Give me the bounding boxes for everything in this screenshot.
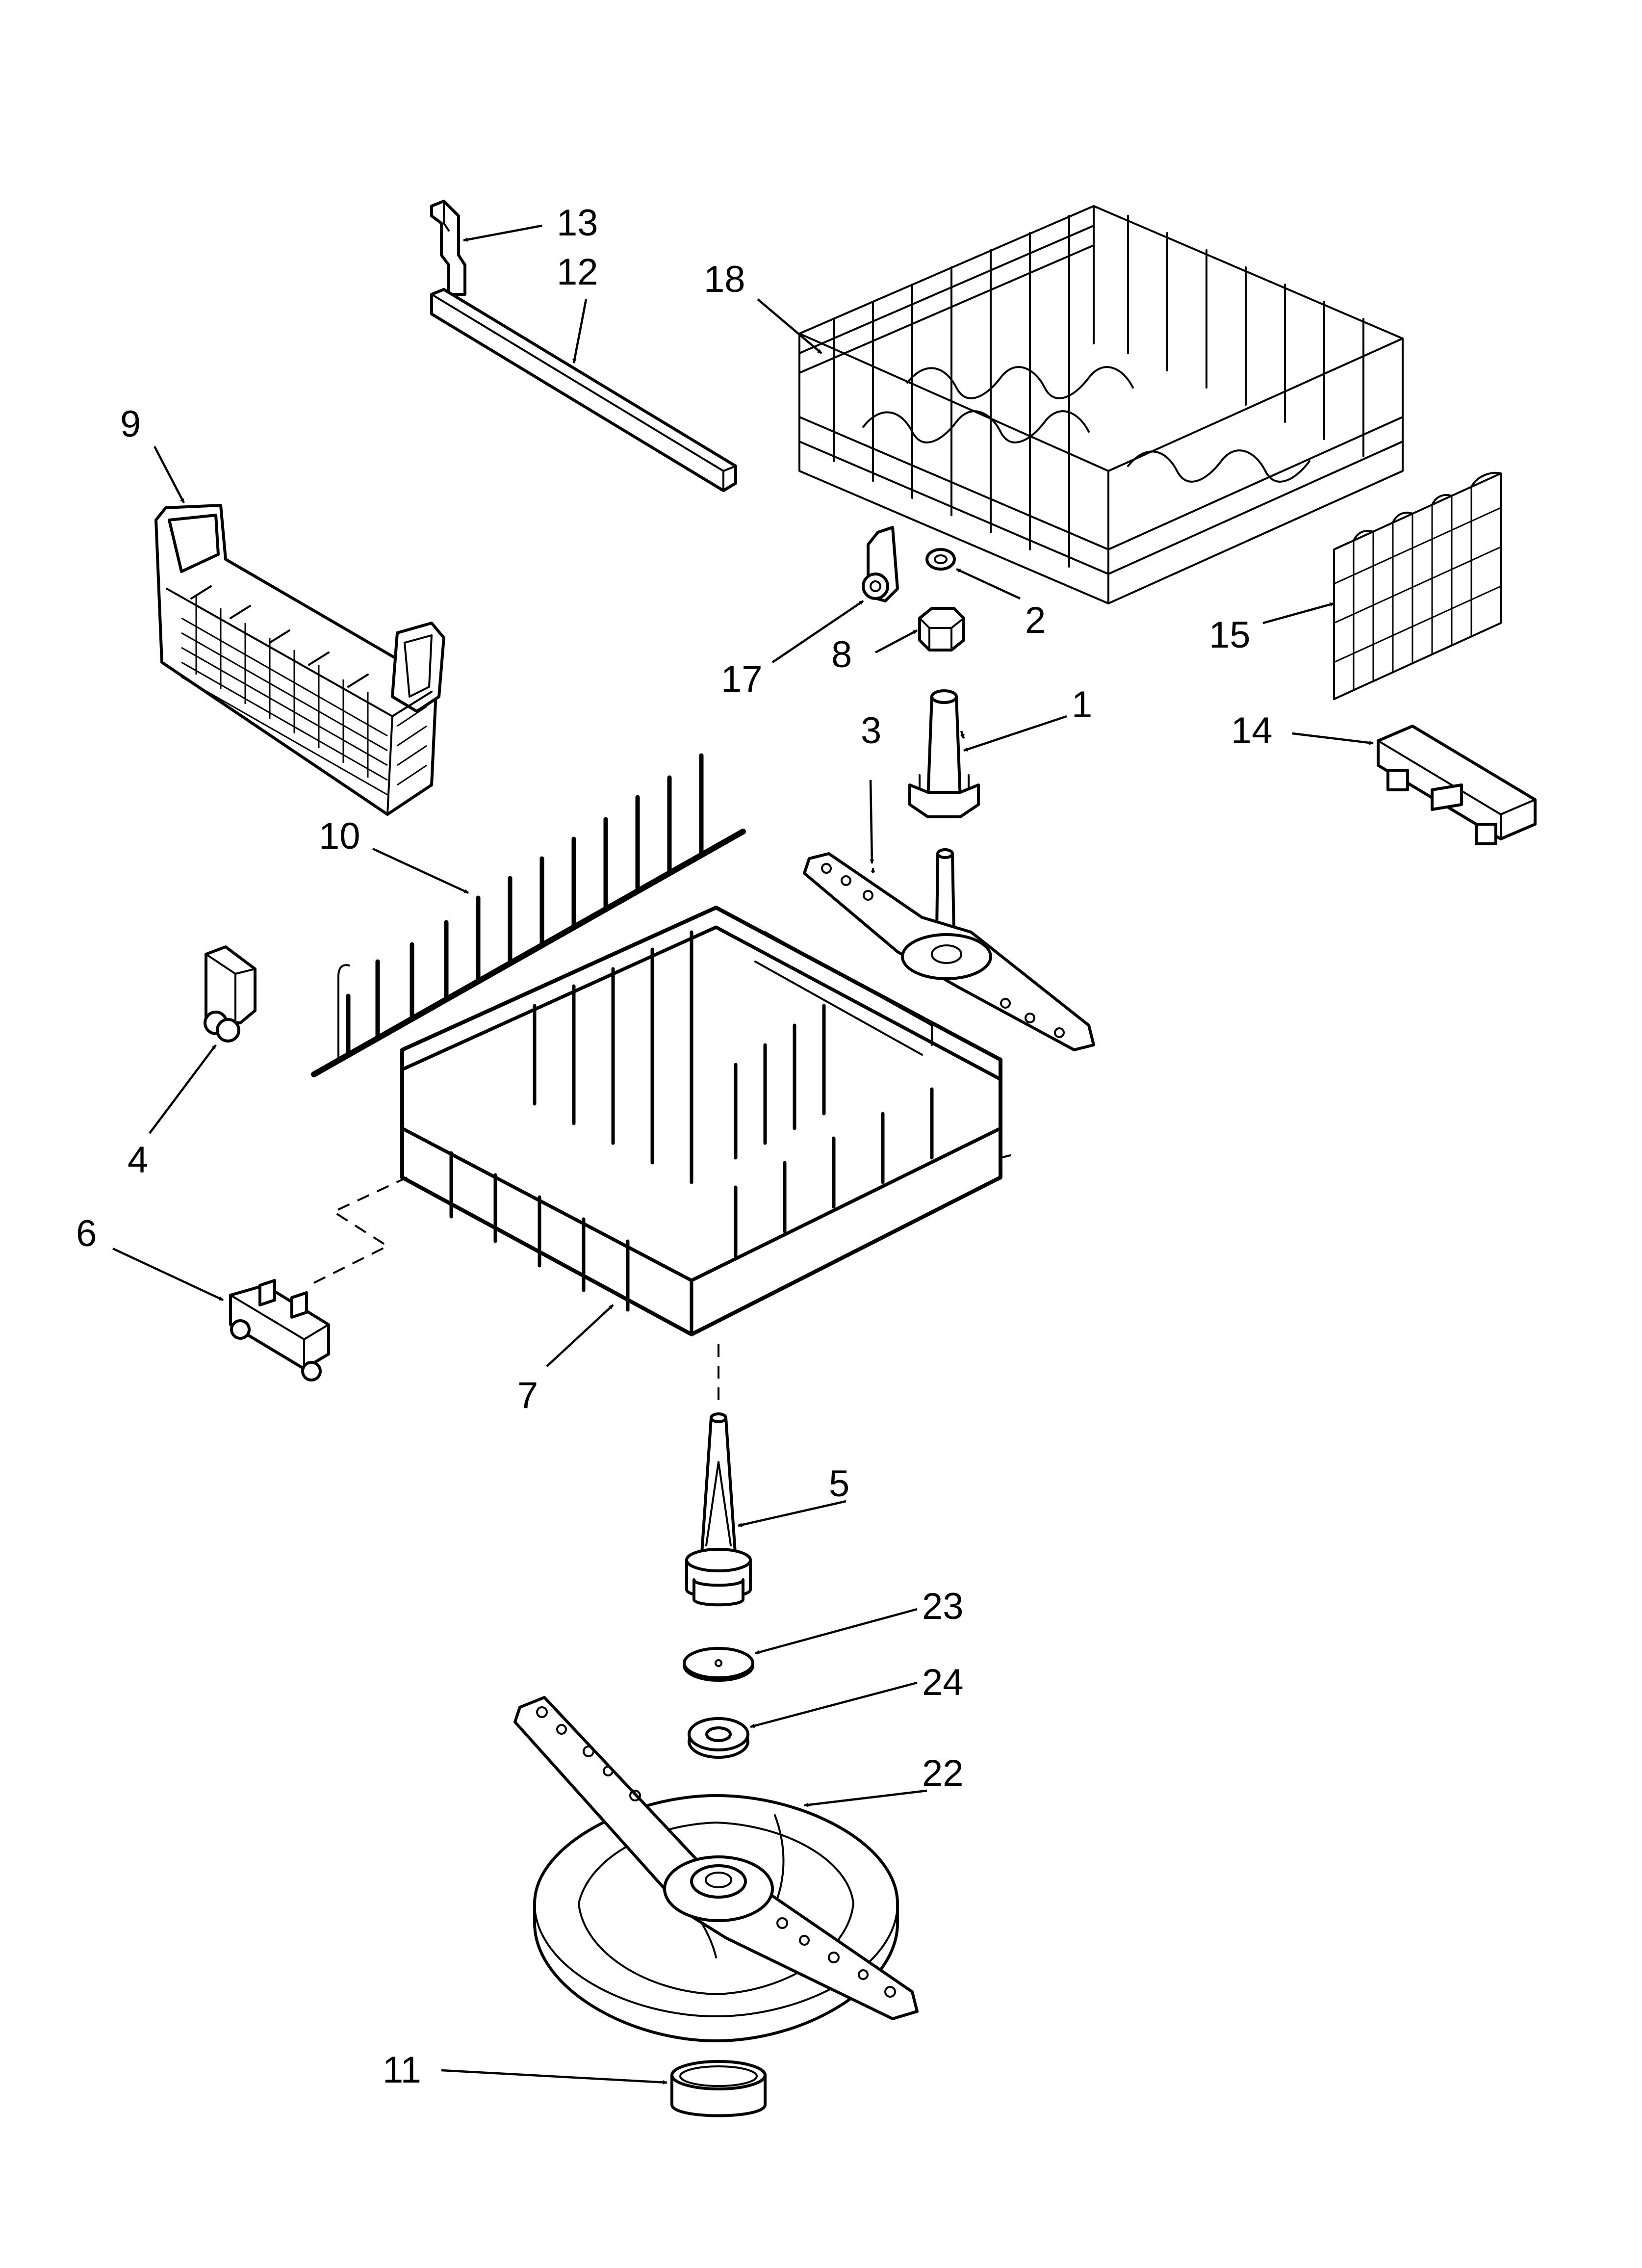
callout-7: 7 xyxy=(517,1375,538,1416)
callout-9: 9 xyxy=(120,403,141,445)
callout-23: 23 xyxy=(922,1586,964,1627)
callout-8: 8 xyxy=(831,634,852,676)
track-stop-hidden-line xyxy=(313,1176,408,1284)
bearing-ring xyxy=(688,1717,749,1759)
callout-14: 14 xyxy=(1231,710,1273,752)
callout-17: 17 xyxy=(721,658,763,700)
rack-stop-clip xyxy=(430,200,466,296)
callout-1: 1 xyxy=(1072,684,1092,726)
callout-13: 13 xyxy=(557,202,598,244)
callout-labels: 1 2 3 4 5 6 7 8 9 10 11 12 13 14 15 17 1… xyxy=(76,202,1273,2091)
lower-rack xyxy=(400,906,1011,1336)
washer-small xyxy=(925,548,956,571)
callout-3: 3 xyxy=(861,710,881,752)
callout-4: 4 xyxy=(128,1139,148,1181)
rail-bar xyxy=(430,288,737,492)
rack-adjuster xyxy=(1377,725,1537,845)
tine-row xyxy=(311,753,746,1077)
callout-10: 10 xyxy=(319,815,360,857)
callout-5: 5 xyxy=(829,1463,849,1505)
leader-lines xyxy=(112,224,1374,2085)
callout-15: 15 xyxy=(1209,614,1251,656)
lower-spray-tube xyxy=(685,1412,752,1607)
silverware-basket xyxy=(154,504,445,816)
callout-18: 18 xyxy=(704,259,745,300)
spray-arm-nut xyxy=(918,607,965,652)
callout-6: 6 xyxy=(76,1213,97,1254)
upper-spray-tube xyxy=(908,689,980,818)
rack-track-stop xyxy=(229,1279,330,1382)
callout-12: 12 xyxy=(557,251,598,293)
lower-spray-arm xyxy=(513,1696,919,2042)
callout-22: 22 xyxy=(922,1752,964,1794)
upper-rack xyxy=(798,205,1404,604)
callout-2: 2 xyxy=(1025,600,1046,641)
callout-24: 24 xyxy=(922,1662,964,1703)
rack-roller xyxy=(204,945,257,1043)
cup-shelf-insert xyxy=(1333,471,1502,700)
retaining-ring xyxy=(670,2060,767,2117)
thrust-washer xyxy=(683,1647,754,1682)
rack-roller-clip xyxy=(862,526,899,602)
callout-11: 11 xyxy=(383,2049,421,2091)
upper-spray-arm xyxy=(803,848,1095,1051)
